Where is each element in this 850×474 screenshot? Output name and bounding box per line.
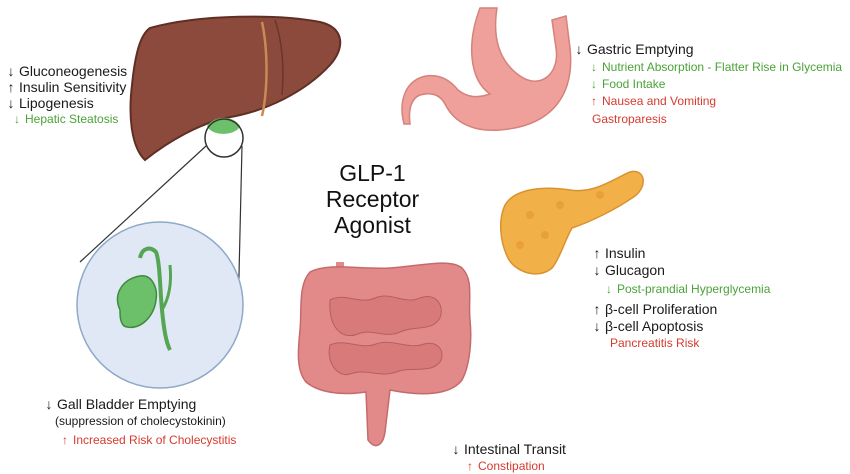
diagram-title: GLP-1 Receptor Agonist (300, 160, 445, 238)
down-arrow-icon: ↓ (591, 60, 597, 74)
stomach-benefit: ↓Nutrient Absorption - Flatter Rise in G… (591, 60, 843, 74)
down-arrow-icon: ↓ (593, 262, 601, 278)
pancreas-effect: ↑Insulin (593, 245, 646, 261)
pancreas-effect: ↓β-cell Apoptosis (593, 318, 704, 334)
gallbladder-effect: ↓Gall Bladder Emptying (45, 396, 197, 412)
up-arrow-icon: ↑ (7, 79, 15, 95)
down-arrow-icon: ↓ (452, 441, 460, 457)
pancreas-risk: Pancreatitis Risk (610, 336, 700, 350)
gallbladder-illustration (76, 221, 244, 389)
pancreas-effect: ↑β-cell Proliferation (593, 301, 718, 317)
stomach-benefit: ↓Food Intake (591, 77, 666, 91)
down-arrow-icon: ↓ (606, 282, 612, 296)
down-arrow-icon: ↓ (7, 63, 15, 79)
liver-effect: ↓Gluconeogenesis (7, 63, 128, 79)
stomach-adverse: ↑Nausea and Vomiting (591, 94, 717, 108)
stomach-illustration (401, 7, 572, 132)
down-arrow-icon: ↓ (45, 396, 53, 412)
pancreas-illustration (500, 170, 644, 275)
stomach-effect: ↓Gastric Emptying (575, 41, 694, 57)
down-arrow-icon: ↓ (7, 95, 15, 111)
title-line-1: GLP-1 (339, 160, 406, 186)
stomach-risk: Gastroparesis (592, 112, 667, 126)
intestine-effect: ↓Intestinal Transit (452, 441, 566, 457)
title-line-3: Agonist (334, 212, 411, 238)
down-arrow-icon: ↓ (14, 112, 20, 126)
zoom-line-left (79, 145, 207, 263)
up-arrow-icon: ↑ (467, 459, 473, 473)
pancreas-effect: ↓Glucagon (593, 262, 665, 278)
down-arrow-icon: ↓ (575, 41, 583, 57)
title-line-2: Receptor (325, 186, 420, 212)
down-arrow-icon: ↓ (591, 77, 597, 91)
intestine-illustration (297, 262, 472, 447)
up-arrow-icon: ↑ (593, 245, 601, 261)
up-arrow-icon: ↑ (591, 94, 597, 108)
pancreas-benefit: ↓Post-prandial Hyperglycemia (606, 282, 771, 296)
down-arrow-icon: ↓ (593, 318, 601, 334)
liver-result: ↓Hepatic Steatosis (14, 112, 119, 126)
gallbladder-note: (suppression of cholecystokinin) (55, 414, 226, 428)
up-arrow-icon: ↑ (593, 301, 601, 317)
gallbladder-risk: ↑Increased Risk of Cholecystitis (62, 433, 237, 447)
liver-effect: ↑Insulin Sensitivity (7, 79, 127, 95)
liver-effect: ↓Lipogenesis (7, 95, 94, 111)
intestine-adverse: ↑Constipation (467, 459, 545, 473)
up-arrow-icon: ↑ (62, 433, 68, 447)
liver-illustration (129, 15, 342, 162)
